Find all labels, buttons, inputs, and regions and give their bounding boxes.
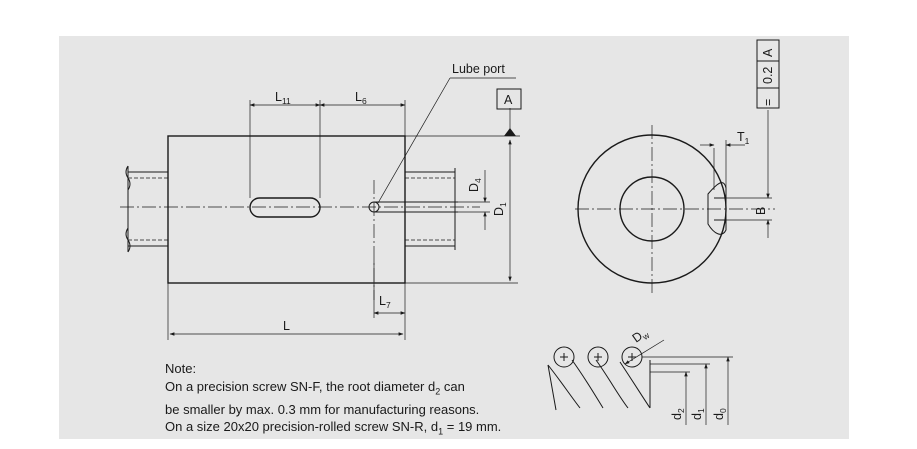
dim-l11-label: L11 <box>275 90 291 106</box>
dim-b-label: B <box>754 207 768 215</box>
dim-dw-label: Dw <box>630 325 652 347</box>
dim-d1-label: D1 <box>492 202 508 216</box>
lube-port-label: Lube port <box>452 62 505 76</box>
dim-d4-label: D4 <box>467 178 483 192</box>
note-block: Note: On a precision screw SN-F, the roo… <box>165 360 501 441</box>
left-screw-stub <box>125 165 168 253</box>
dim-l7-label: L7 <box>379 294 391 310</box>
note-line-2: be smaller by max. 0.3 mm for manufactur… <box>165 401 480 417</box>
right-screw-stub <box>405 168 456 250</box>
dim-l6-label: L6 <box>355 90 367 106</box>
tolerance-symbol: = <box>761 99 775 106</box>
datum-a-label: A <box>504 93 513 107</box>
drawing-panel <box>59 36 849 439</box>
note-line-1: On a precision screw SN-F, the root diam… <box>165 378 465 397</box>
tolerance-datum: A <box>761 48 775 57</box>
dim-l-label: L <box>283 319 290 333</box>
tolerance-value: 0.2 <box>761 67 775 84</box>
dim-d2-label: d2 <box>670 408 686 420</box>
dim-d0-label: d0 <box>712 408 728 420</box>
key-slot <box>249 197 321 218</box>
end-view <box>575 39 780 295</box>
note-title: Note: <box>165 361 197 376</box>
ball-1 <box>553 346 575 368</box>
tolerance-frame <box>756 39 780 109</box>
thread-detail <box>547 339 733 425</box>
dim-t1-label: T1 <box>737 130 750 146</box>
keyway <box>707 182 727 235</box>
datum-a-box <box>496 88 522 110</box>
dim-d1-small-label: d1 <box>690 408 706 420</box>
side-view <box>120 77 522 340</box>
ball-2 <box>587 346 609 368</box>
note-line-3: On a size 20x20 precision-rolled screw S… <box>165 419 502 437</box>
